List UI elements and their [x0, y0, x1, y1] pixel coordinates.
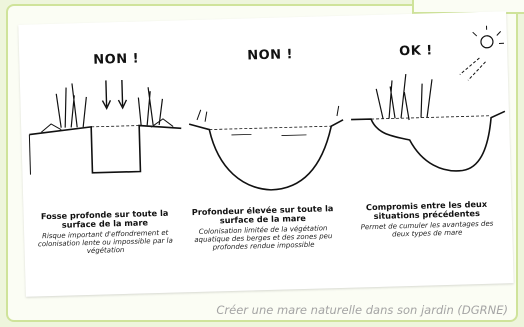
- panel-2-profile: [188, 105, 344, 191]
- panel-3-profile: [351, 25, 506, 172]
- image-credit: Créer une mare naturelle dans son jardin…: [216, 303, 508, 317]
- panel-1-heading: NON !: [93, 51, 140, 68]
- panel-3-heading: OK !: [398, 43, 433, 60]
- pond-profile-figure: NON ! NON ! OK ! Fosse profonde sur tout…: [18, 11, 514, 297]
- panel-1-profile: [28, 79, 182, 175]
- panel-1-caption-body: Risque important d'effondrement et colon…: [37, 228, 173, 256]
- pond-profiles-drawing: [28, 25, 506, 191]
- panel-2-heading: NON !: [247, 47, 294, 64]
- panel-2-caption-body: Colonisation limitée de la végétation aq…: [194, 224, 333, 252]
